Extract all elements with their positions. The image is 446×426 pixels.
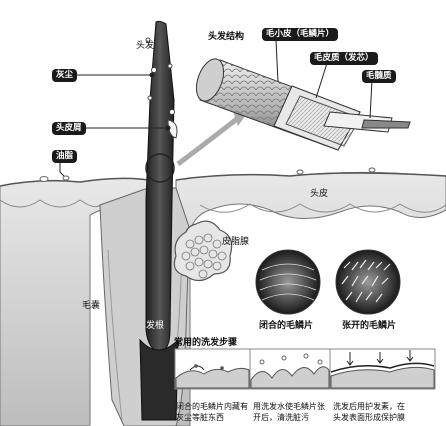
step-3-line-1: 洗发后用护发素，在 <box>333 402 405 411</box>
step-2-line-1: 用洗发水使毛鳞片张 <box>253 402 325 411</box>
step-3-caption: 洗发后用护发素，在 头发表面形成保护膜 <box>333 401 417 423</box>
label-cuticle: 毛小皮（毛鳞片） <box>262 28 339 41</box>
leader-lines <box>59 72 171 177</box>
hair-shaft <box>139 20 179 421</box>
label-hair: 头发 <box>136 41 155 51</box>
step-1-caption: 闭合的毛鳞片内藏有 灰尘等脏东西 <box>176 401 248 423</box>
wash-step-panels <box>174 348 436 390</box>
label-closed-scales: 闭合的毛鳞片 <box>259 321 314 331</box>
step-2-caption: 用洗发水使毛鳞片张 开后，清洗脏污 <box>253 401 329 423</box>
label-dust: 灰尘 <box>52 69 78 82</box>
hair-cross-section <box>195 39 411 151</box>
step-3-line-2: 头发表面形成保护膜 <box>333 413 405 422</box>
zoom-arrow <box>176 108 248 166</box>
steps-title: 常用的洗发步骤 <box>174 338 238 348</box>
label-open-scales: 张开的毛鳞片 <box>342 321 397 331</box>
step-2-line-2: 开后，清洗脏污 <box>253 413 309 422</box>
label-follicle: 毛囊 <box>82 301 101 311</box>
label-cortex: 毛皮质（发芯） <box>310 52 378 65</box>
micro-closed-image <box>255 249 321 315</box>
step-1-line-2: 灰尘等脏东西 <box>176 413 224 422</box>
step-1-line-1: 闭合的毛鳞片内藏有 <box>176 402 248 411</box>
label-root: 发根 <box>146 321 165 331</box>
label-sebaceous: 皮脂腺 <box>222 237 250 247</box>
structure-title: 头发结构 <box>208 32 245 42</box>
micro-open-image <box>335 249 401 315</box>
label-dandruff: 头皮屑 <box>52 122 86 135</box>
sebaceous-gland-shape <box>173 220 233 282</box>
scalp-skin <box>0 167 446 426</box>
label-scalp: 头皮 <box>310 189 329 199</box>
label-grease: 油脂 <box>52 150 78 163</box>
label-medulla: 毛髓质 <box>362 70 396 83</box>
